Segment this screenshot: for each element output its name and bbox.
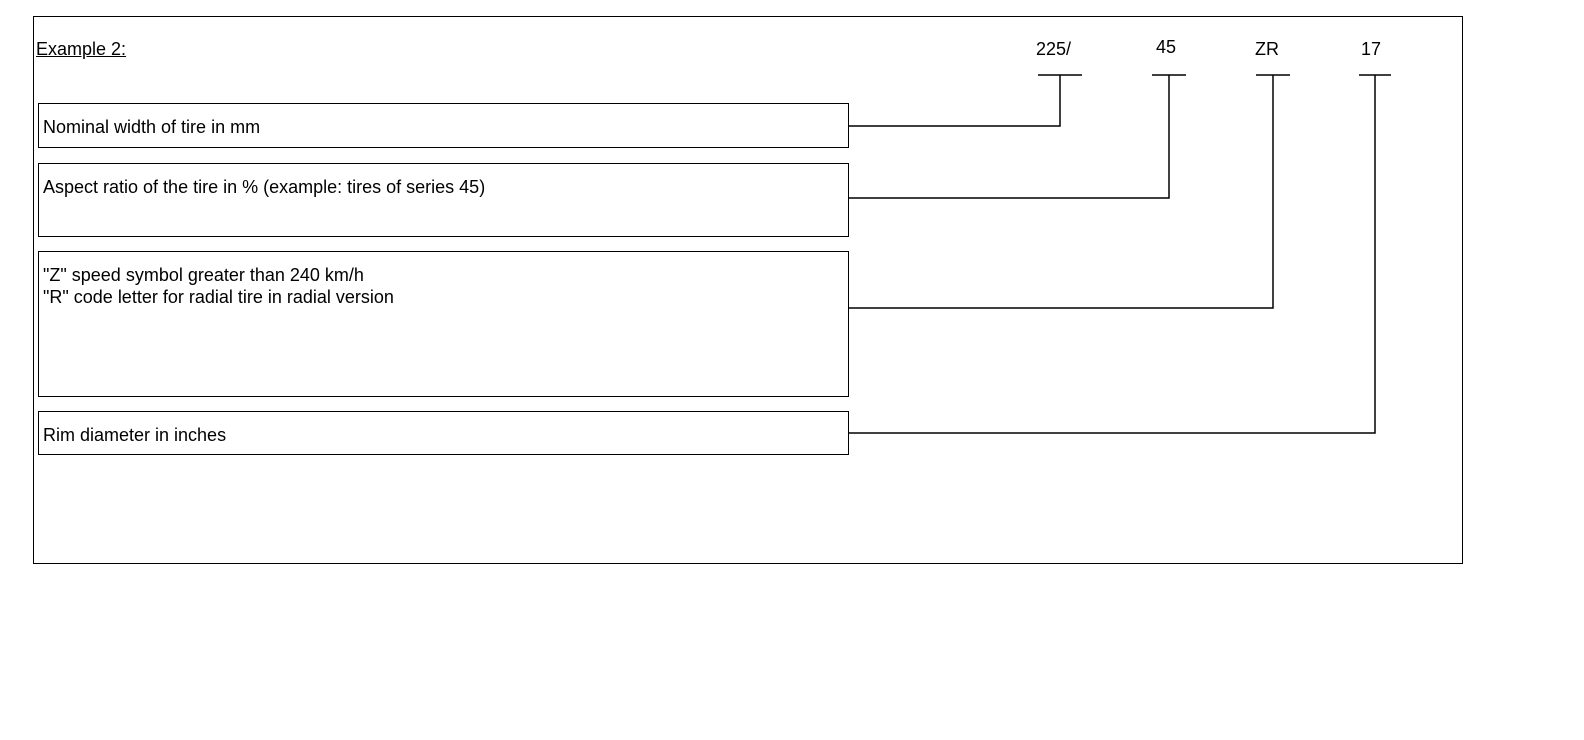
code-part-aspect-ratio: 45	[1156, 37, 1177, 57]
description-box-width: Nominal width of tire in mm	[38, 103, 849, 148]
description-line: "Z" speed symbol greater than 240 km/h	[43, 265, 364, 285]
connector-width	[849, 75, 1061, 127]
description-line: "R" code letter for radial tire in radia…	[43, 287, 394, 307]
diagram-frame	[33, 16, 1463, 564]
connector-aspect-ratio	[849, 75, 1170, 199]
code-part-speed-construction: ZR	[1255, 39, 1279, 59]
description-box-speed-construction: "Z" speed symbol greater than 240 km/h "…	[38, 251, 849, 397]
description-line: Aspect ratio of the tire in % (example: …	[43, 177, 486, 197]
code-part-rim-diameter: 17	[1361, 39, 1382, 59]
connector-rim-diameter	[849, 75, 1376, 434]
code-part-width: 225/	[1036, 39, 1072, 59]
diagram-heading: Example 2:	[36, 39, 127, 59]
description-box-rim-diameter: Rim diameter in inches	[38, 411, 849, 455]
connector-speed-construction	[849, 75, 1274, 309]
description-line: Nominal width of tire in mm	[43, 117, 261, 137]
description-box-aspect-ratio: Aspect ratio of the tire in % (example: …	[38, 163, 849, 237]
description-line: Rim diameter in inches	[43, 425, 227, 445]
